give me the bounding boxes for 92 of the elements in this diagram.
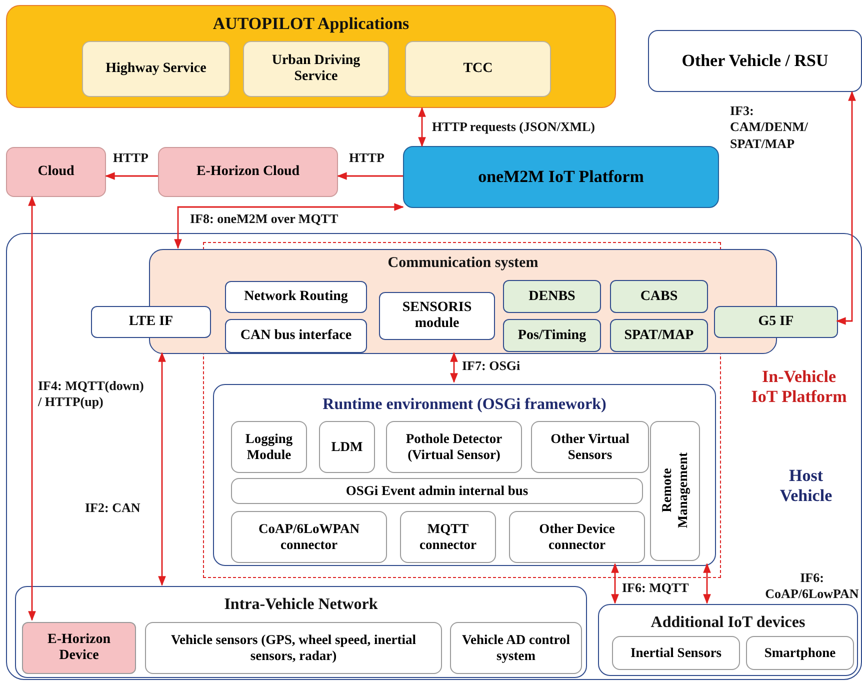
box-label: SPAT/MAP: [624, 328, 694, 344]
module-box: [225, 281, 367, 313]
region-label: In-Vehicle IoT Platform: [750, 367, 848, 408]
box-label: G5 IF: [758, 314, 794, 330]
box-label: E-Horizon Cloud: [196, 164, 300, 180]
arrow: [105, 172, 158, 180]
panel-title: Communication system: [386, 254, 540, 272]
edge-label: IF3: CAM/DENM/ SPAT/MAP: [730, 103, 809, 152]
module-box: [231, 478, 643, 504]
module-box: [610, 319, 708, 352]
arrow: [158, 352, 166, 586]
network-panel: [15, 586, 587, 678]
arrow: [28, 196, 36, 621]
box-label: E-Horizon Device: [46, 632, 112, 664]
box-label: oneM2M IoT Platform: [478, 167, 644, 187]
box-label: Other Virtual Sensors: [550, 431, 630, 463]
module-box: [503, 280, 601, 313]
box-label: Pothole Detector (Virtual Sensor): [404, 431, 504, 463]
platform-box: [403, 146, 719, 208]
box-label: CoAP/6LoWPAN connector: [258, 521, 360, 553]
box-label: OSGi Event admin internal bus: [346, 483, 528, 499]
panel-title: Runtime environment (OSGi framework): [322, 395, 608, 414]
box-label: Smartphone: [764, 645, 836, 661]
arrow: [703, 563, 711, 604]
edge-label: IF4: MQTT(down) / HTTP(up): [38, 378, 145, 410]
box-label: Inertial Sensors: [630, 645, 722, 661]
box-label: Other Device connector: [538, 521, 616, 553]
box-label: SENSORIS module: [401, 300, 473, 332]
box-label: Vehicle AD control system: [461, 632, 571, 664]
module-box: [509, 511, 645, 563]
module-box: [91, 306, 211, 338]
edge-label: IF8: oneM2M over MQTT: [190, 211, 338, 228]
arrow: [174, 203, 404, 249]
panel-title: AUTOPILOT Applications: [212, 14, 410, 34]
edge-label: IF7: OSGi: [462, 358, 520, 374]
box-label: Cloud: [38, 164, 74, 180]
module-box: [714, 306, 838, 338]
module-box: [231, 421, 307, 473]
box-label: MQTT connector: [418, 521, 478, 553]
box-label: Network Routing: [244, 289, 348, 305]
cloud-box: [158, 147, 338, 197]
box-label: TCC: [463, 61, 493, 77]
arrow: [611, 563, 619, 604]
module-box: [145, 622, 442, 674]
module-box: [319, 421, 375, 473]
module-box: [231, 511, 387, 563]
box-label: Highway Service: [106, 61, 206, 77]
edge-label: IF6: MQTT: [622, 580, 689, 596]
edge-label: HTTP: [349, 150, 384, 166]
module-box: [386, 421, 522, 473]
arrow: [418, 107, 426, 147]
box-label: Remote Management: [658, 451, 691, 530]
box-label: Other Vehicle / RSU: [682, 51, 828, 71]
module-box: [379, 292, 495, 340]
box-label: LTE IF: [128, 314, 174, 330]
module-box: [531, 421, 649, 473]
module-box: [225, 319, 367, 353]
box-label: DENBS: [528, 288, 576, 304]
box-label: Vehicle sensors (GPS, wheel speed, inertial sensors, radar): [170, 632, 418, 664]
box-label: Urban Driving Service: [270, 53, 362, 85]
edge-label: IF6: CoAP/6LowPAN: [764, 570, 860, 602]
box-label: Pos/Timing: [518, 328, 586, 344]
service-box: [405, 41, 551, 97]
vehicle-box: [648, 30, 862, 92]
box-label: Logging Module: [244, 431, 294, 463]
module-box: [650, 421, 700, 561]
module-box: [450, 622, 582, 674]
device-box: [22, 622, 136, 674]
cloud-box: [6, 147, 106, 197]
service-box: [82, 41, 230, 97]
edge-label: HTTP: [113, 150, 148, 166]
box-label: LDM: [331, 439, 363, 455]
arrow: [450, 352, 458, 383]
module-box: [400, 511, 496, 563]
module-box: [610, 280, 708, 313]
module-box: [746, 636, 854, 670]
panel-title: Additional IoT devices: [650, 613, 806, 632]
edge-label: IF2: CAN: [85, 500, 140, 516]
arrow: [337, 172, 403, 180]
module-box: [503, 319, 601, 352]
network-panel: [598, 604, 858, 676]
box-label: CAN bus interface: [240, 328, 352, 344]
panel-title: Intra-Vehicle Network: [223, 595, 379, 614]
runtime-panel: [213, 384, 716, 566]
application-panel: [6, 5, 616, 108]
box-label: CABS: [640, 288, 678, 304]
service-box: [243, 41, 389, 97]
arrow: [836, 91, 856, 325]
host-vehicle-panel: [6, 233, 862, 680]
region-label: Host Vehicle: [778, 466, 834, 507]
module-box: [612, 636, 740, 670]
edge-label: HTTP requests (JSON/XML): [432, 119, 595, 136]
